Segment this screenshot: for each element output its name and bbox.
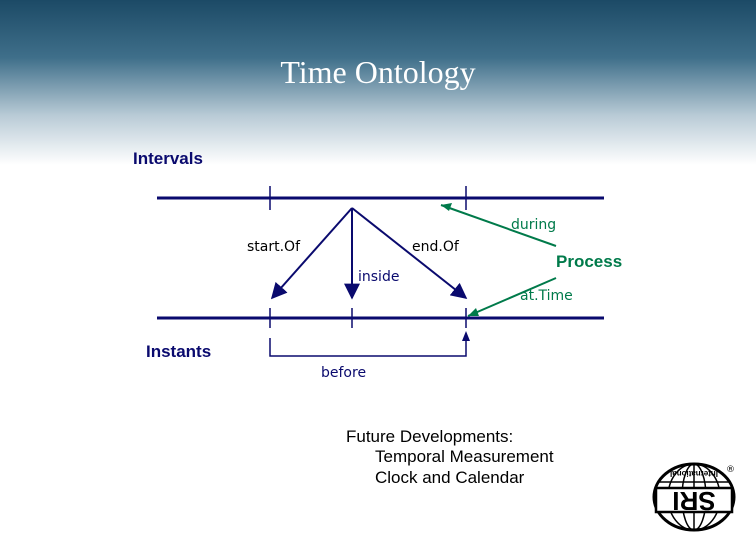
at-time-arrowhead: [468, 308, 479, 316]
process-label: Process: [556, 252, 622, 271]
start-of-arrow: [270, 207, 353, 300]
future-item-2: Clock and Calendar: [375, 468, 525, 487]
instants-label: Instants: [146, 342, 211, 361]
slide-title: Time Ontology: [280, 54, 475, 90]
during-label: during: [511, 217, 556, 233]
intervals-label: Intervals: [133, 149, 203, 168]
sri-logo-top-text: International: [670, 469, 718, 478]
start-of-label: start.Of: [247, 239, 301, 255]
sri-logo: SRI International ®: [652, 462, 736, 532]
end-of-label: end.Of: [412, 239, 460, 255]
sri-logo-text: SRI: [672, 486, 715, 516]
inside-label: inside: [358, 269, 399, 285]
during-arrow: [440, 204, 557, 247]
during-arrowhead: [441, 203, 452, 211]
future-heading: Future Developments:: [346, 427, 513, 446]
at-time-arrow: [467, 277, 557, 317]
end-of-arrow: [351, 207, 468, 299]
at-time-label: at.Time: [520, 288, 573, 304]
header-gradient: [0, 0, 756, 165]
future-item-1: Temporal Measurement: [375, 447, 554, 466]
before-bracket: [269, 338, 467, 357]
before-arrowhead: [462, 331, 470, 341]
registered-mark: ®: [726, 465, 735, 475]
before-label: before: [321, 365, 366, 381]
